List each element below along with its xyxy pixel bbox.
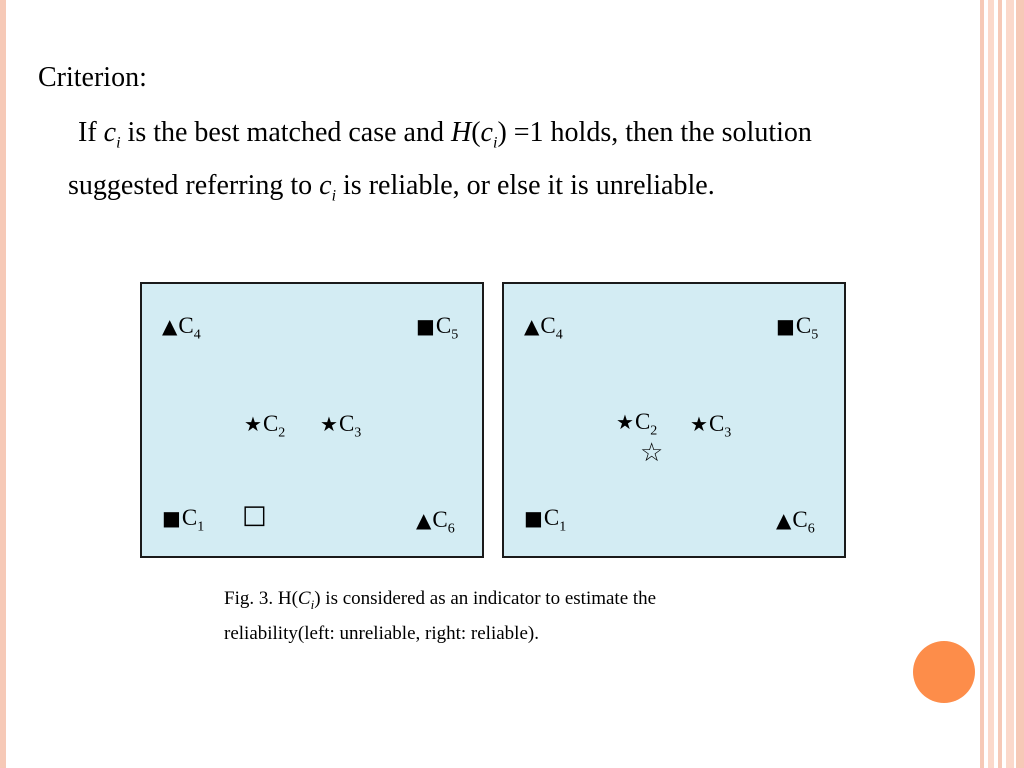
case-c2: ★C2: [616, 409, 658, 439]
open-square-icon: □: [242, 500, 267, 530]
criterion-line-2: suggested referring to ci is reliable, o…: [68, 169, 715, 205]
case-c4: ▲C4: [524, 313, 563, 343]
caption-line-1: Fig. 3. H(Ci) is considered as an indica…: [224, 588, 657, 612]
case-c6: ▲C6: [776, 507, 815, 537]
right-border-stripe: [1006, 0, 1014, 768]
case-c3: ★C3: [320, 411, 362, 441]
right-border-stripe: [988, 0, 994, 768]
figure-caption: Fig. 3. H(Ci) is considered as an indica…: [224, 584, 784, 648]
caption-line-2: reliability(left: unreliable, right: rel…: [224, 622, 539, 644]
case-c3: ★C3: [690, 411, 732, 441]
open-star-icon: ☆: [640, 438, 664, 468]
square-icon: ■: [416, 314, 435, 338]
square-icon: ■: [162, 506, 181, 530]
case-c5: ■C5: [776, 313, 819, 343]
star-icon: ★: [690, 412, 708, 436]
right-border-stripe: [1016, 0, 1024, 768]
triangle-icon: ▲: [416, 508, 432, 532]
triangle-icon: ▲: [162, 314, 178, 338]
triangle-icon: ▲: [776, 508, 792, 532]
criterion-line-1: If ci is the best matched case and H(ci)…: [78, 117, 812, 152]
right-border-stripe: [980, 0, 984, 768]
case-c1: ■C1: [524, 505, 567, 535]
figure-panel-left: ▲C4 ■C5 ★C2 ★C3 ■C1 □ ▲C6: [140, 282, 484, 558]
decorative-circle: [913, 641, 975, 703]
star-icon: ★: [616, 410, 634, 434]
star-icon: ★: [320, 412, 338, 436]
left-border-stripe: [0, 0, 6, 768]
triangle-icon: ▲: [524, 314, 540, 338]
square-icon: ■: [776, 314, 795, 338]
case-c6: ▲C6: [416, 507, 455, 537]
star-icon: ★: [244, 412, 262, 436]
case-c5: ■C5: [416, 313, 459, 343]
figure-panel-right: ▲C4 ■C5 ★C2 ★C3 ☆ ■C1 ▲C6: [502, 282, 846, 558]
case-c4: ▲C4: [162, 313, 201, 343]
case-c2: ★C2: [244, 411, 286, 441]
case-c1: ■C1: [162, 505, 205, 535]
square-icon: ■: [524, 506, 543, 530]
right-border-stripe: [998, 0, 1002, 768]
criterion-text: If ci is the best matched case and H(ci)…: [68, 112, 978, 217]
criterion-heading: Criterion:: [38, 62, 147, 93]
